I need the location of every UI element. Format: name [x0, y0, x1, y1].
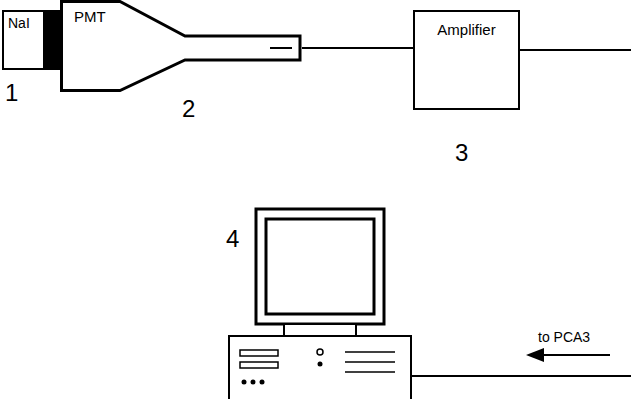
case-line — [345, 361, 395, 363]
amplifier-box: Amplifier — [413, 10, 520, 110]
callout-number: 1 — [5, 80, 18, 106]
signal-name: to PCA3 — [538, 330, 590, 345]
signal-cable — [302, 48, 413, 49]
node-label: PMT — [74, 9, 106, 26]
button — [251, 380, 256, 385]
drive-slot — [240, 350, 278, 356]
callout-number: 4 — [226, 226, 239, 252]
monitor-frame — [256, 209, 384, 324]
signal-arrow — [540, 354, 610, 356]
monitor-screen — [266, 219, 374, 314]
output-wire — [520, 49, 631, 51]
button — [317, 349, 323, 355]
callout-number: 3 — [455, 140, 468, 166]
coupling-block — [45, 10, 61, 70]
monitor-stand — [284, 324, 356, 336]
case-line — [345, 351, 395, 353]
button — [242, 380, 247, 385]
case-line — [345, 371, 395, 373]
crystal-box: NaI — [2, 10, 45, 70]
callout-number: 2 — [182, 96, 195, 122]
node-label: Amplifier — [437, 22, 495, 39]
input-wire — [411, 375, 631, 377]
led — [318, 362, 323, 367]
computer-case — [229, 336, 411, 399]
drive-slot — [240, 362, 278, 368]
arrow-head — [526, 348, 544, 362]
button — [260, 380, 265, 385]
node-label: NaI — [8, 16, 30, 31]
pmt-tube: PMT — [60, 0, 302, 92]
